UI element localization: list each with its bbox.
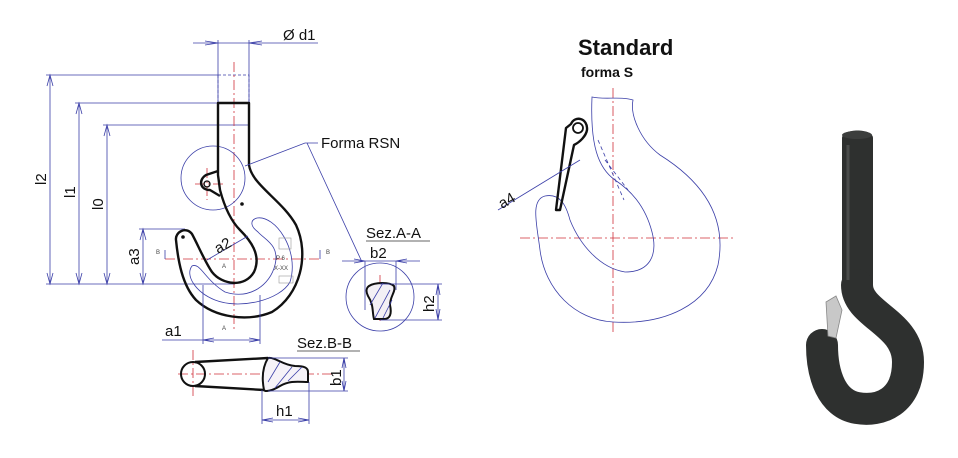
l1-label: l1 xyxy=(62,186,79,198)
section-marker-b-right: B xyxy=(326,250,330,256)
latch xyxy=(825,295,843,339)
svg-text:P 6: P 6 xyxy=(276,256,286,262)
hook-drawing-standard: Standard forma S a4 xyxy=(496,35,736,332)
standard-hook-outline xyxy=(535,96,721,323)
a1-label: a1 xyxy=(165,323,182,340)
section-aa-title: Sez.A-A xyxy=(366,225,421,242)
a4-label: a4 xyxy=(496,189,519,212)
a3-label: a3 xyxy=(126,248,143,265)
detail-circle xyxy=(180,145,246,211)
section-marker-a-top: A xyxy=(222,264,226,270)
section-marker-b-left: B xyxy=(156,250,160,256)
forma-s-subtitle: forma S xyxy=(581,64,633,80)
l0-label: l0 xyxy=(90,198,107,210)
hook-drawing-rsn: Ø d1 l2 l1 l0 a3 B B A A P 6 X-XX xyxy=(33,27,442,424)
a2-label: a2 xyxy=(212,234,235,257)
section-aa-circle xyxy=(345,262,415,332)
d1-label: Ø d1 xyxy=(283,27,316,44)
hook-outline xyxy=(174,101,304,319)
section-marker-a-bottom: A xyxy=(222,326,226,332)
svg-text:X-XX: X-XX xyxy=(274,266,288,272)
b1-label: b1 xyxy=(328,369,345,386)
h1-label: h1 xyxy=(276,403,293,420)
standard-title: Standard xyxy=(578,35,673,60)
forma-rsn-label: Forma RSN xyxy=(321,135,400,152)
l2-label: l2 xyxy=(33,173,50,185)
h2-label: h2 xyxy=(421,295,438,312)
b2-label: b2 xyxy=(370,245,387,262)
section-bb-title: Sez.B-B xyxy=(297,335,352,352)
hook-photo xyxy=(806,130,925,425)
